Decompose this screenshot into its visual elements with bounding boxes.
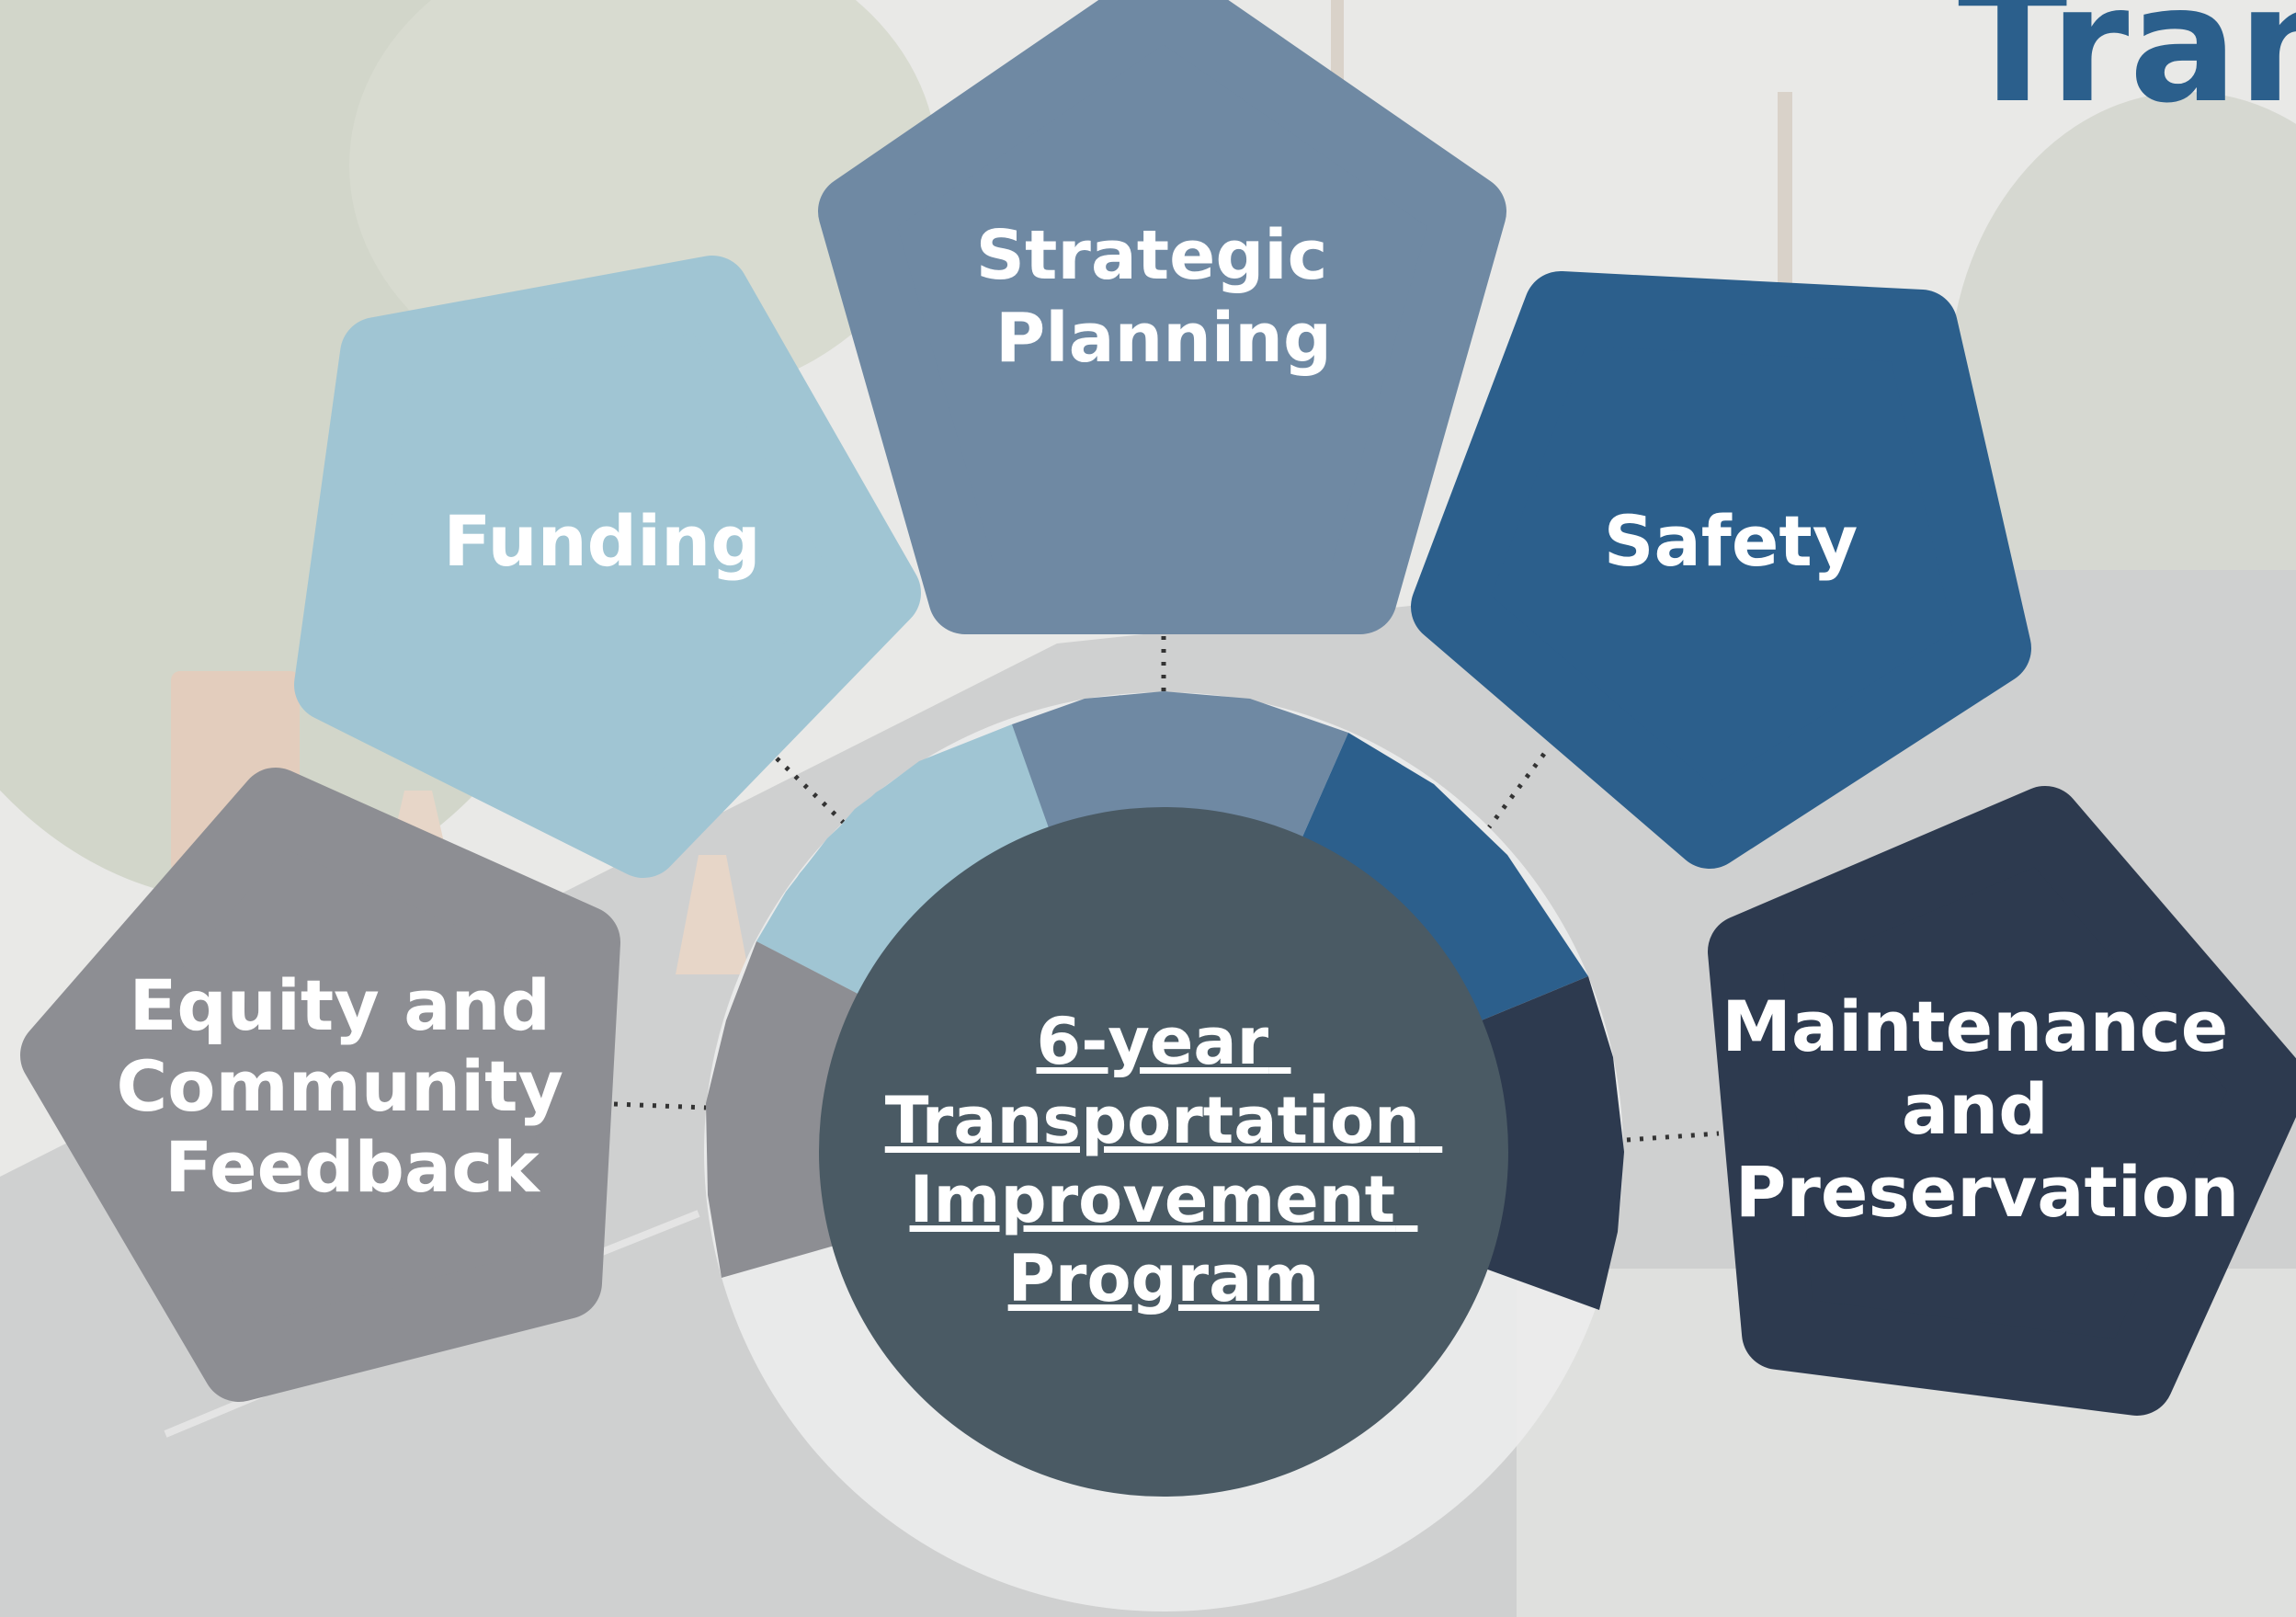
connector-maintenance	[1626, 1131, 1720, 1143]
label-line: Maintenance	[1722, 985, 2228, 1067]
label-line: Preservation	[1735, 1151, 2240, 1233]
label-funding: Funding	[443, 500, 760, 582]
label-line: Feedback	[165, 1126, 540, 1208]
label-line: Improvement	[910, 1162, 1396, 1237]
connector-funding	[775, 757, 846, 825]
label-line: Strategic	[976, 216, 1328, 295]
node-strategic-planning[interactable]	[818, 0, 1506, 634]
center-circle	[819, 807, 1508, 1497]
label-line: Funding	[443, 500, 760, 582]
connector-safety	[1487, 752, 1546, 829]
label-safety: Safety	[1604, 500, 1858, 582]
label-line: 6-year	[1037, 1004, 1269, 1079]
node-maintenance[interactable]	[1708, 786, 2296, 1416]
label-equity: Equity and Community Feedback	[117, 964, 588, 1208]
label-line: Community	[117, 1045, 564, 1127]
label-strategic-planning: Strategic Planning	[976, 216, 1352, 378]
label-line: Equity and	[129, 964, 551, 1046]
label-line: Planning	[995, 299, 1332, 378]
label-maintenance: Maintenance and Preservation	[1722, 985, 2253, 1233]
traffic-cone	[676, 855, 749, 974]
label-line: Transportation	[885, 1083, 1420, 1158]
label-line: Program	[1008, 1241, 1320, 1316]
node-safety[interactable]	[1411, 271, 2031, 869]
label-line: Safety	[1604, 500, 1858, 582]
page-title-partial: Tran	[1958, 0, 2296, 139]
label-line: and	[1902, 1068, 2049, 1150]
node-funding[interactable]	[294, 256, 921, 878]
connector-equity	[613, 1101, 709, 1110]
label-center-program[interactable]: 6-year Transportation Improvement Progra…	[885, 1004, 1443, 1316]
tree-foliage	[1949, 92, 2296, 680]
node-equity[interactable]	[20, 768, 620, 1402]
